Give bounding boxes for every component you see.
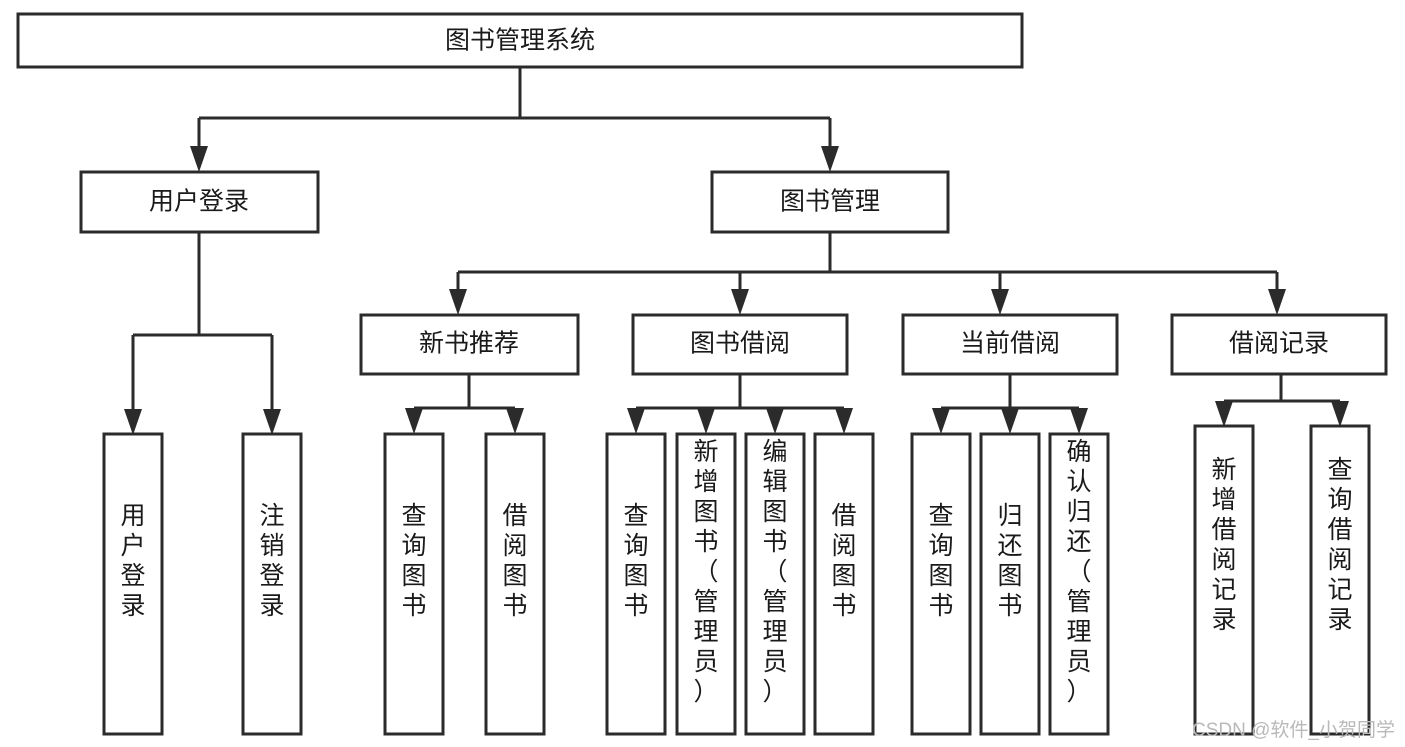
arrow-to-leaf-add-record: [1215, 401, 1233, 427]
node-user-login[interactable]: 用户登录: [79, 170, 320, 234]
node-leaf-add-book[interactable]: 新增图书（管理员）: [675, 432, 737, 736]
arrow-to-leaf-confirm-return: [1070, 408, 1088, 434]
arrow-to-book-manage: [821, 146, 839, 172]
node-leaf-logout[interactable]: 注销登录: [241, 432, 303, 736]
edge-group-userlogin-to-leaves: [124, 232, 281, 435]
node-leaf-user-login-label: 用户登录: [120, 502, 145, 620]
node-leaf-user-login[interactable]: 用户登录: [102, 432, 164, 736]
arrow-to-leaf-query-book-3: [932, 408, 950, 434]
arrow-to-leaf-logout: [263, 409, 281, 435]
node-leaf-borrow-book-1-label: 借阅图书: [502, 502, 527, 620]
node-leaf-return-book[interactable]: 归还图书: [979, 432, 1041, 736]
node-leaf-add-record[interactable]: 新增借阅记录: [1193, 424, 1255, 736]
node-leaf-edit-book[interactable]: 编辑图书（管理员）: [744, 432, 806, 736]
edge-group-bookmanage-to-level2: [449, 232, 1286, 315]
edge-group-currentborrow-to-leaves: [932, 374, 1088, 434]
node-leaf-query-record[interactable]: 查询借阅记录: [1309, 424, 1371, 736]
node-book-manage-label: 图书管理: [780, 188, 880, 216]
csdn-watermark: CSDN @软件_小贺同学: [1192, 719, 1395, 741]
node-leaf-add-book-label: 新增图书（管理员）: [693, 438, 718, 706]
arrow-to-leaf-user-login: [124, 409, 142, 435]
node-book-borrow[interactable]: 图书借阅: [631, 313, 849, 376]
node-new-book-rec[interactable]: 新书推荐: [359, 313, 580, 376]
edge-group-bookborrow-to-leaves: [627, 374, 853, 434]
node-book-borrow-label: 图书借阅: [690, 330, 790, 358]
node-new-book-rec-label: 新书推荐: [419, 330, 519, 358]
node-leaf-edit-book-label: 编辑图书（管理员）: [762, 438, 787, 706]
node-current-borrow[interactable]: 当前借阅: [901, 313, 1119, 376]
node-root[interactable]: 图书管理系统: [16, 12, 1024, 69]
arrow-to-leaf-edit-book: [766, 408, 784, 434]
edge-group-root-to-level1: [190, 67, 839, 172]
node-leaf-query-book-3-label: 查询图书: [928, 502, 953, 620]
node-leaf-query-book-3[interactable]: 查询图书: [910, 432, 972, 736]
arrow-to-leaf-add-book: [697, 408, 715, 434]
arrow-to-current-borrow: [991, 289, 1009, 315]
node-borrow-record-label: 借阅记录: [1229, 330, 1329, 358]
node-leaf-borrow-book-1[interactable]: 借阅图书: [484, 432, 546, 736]
node-leaf-confirm-return[interactable]: 确认归还（管理员）: [1048, 432, 1110, 736]
node-leaf-query-book-2-label: 查询图书: [623, 502, 648, 620]
arrow-to-user-login: [190, 146, 208, 172]
arrow-to-book-borrow: [731, 289, 749, 315]
node-leaf-query-record-label: 查询借阅记录: [1327, 456, 1352, 634]
node-borrow-record[interactable]: 借阅记录: [1170, 313, 1388, 376]
node-leaf-add-record-label: 新增借阅记录: [1211, 456, 1236, 634]
node-leaf-query-book-2[interactable]: 查询图书: [605, 432, 667, 736]
node-leaf-query-book-1[interactable]: 查询图书: [383, 432, 445, 736]
arrow-to-leaf-query-book-1: [405, 408, 423, 434]
node-current-borrow-label: 当前借阅: [960, 330, 1060, 358]
node-leaf-confirm-return-label: 确认归还（管理员）: [1066, 438, 1091, 706]
node-user-login-label: 用户登录: [149, 188, 249, 216]
node-root-label: 图书管理系统: [445, 27, 595, 55]
arrow-to-leaf-query-record: [1331, 401, 1349, 427]
edge-group-borrowrecord-to-leaves: [1215, 374, 1349, 427]
edge-group-newbookrec-to-leaves: [405, 374, 524, 434]
node-leaf-return-book-label: 归还图书: [997, 502, 1022, 620]
arrow-to-leaf-return-book: [1001, 408, 1019, 434]
node-leaf-borrow-book-2-label: 借阅图书: [831, 502, 856, 620]
node-leaf-borrow-book-2[interactable]: 借阅图书: [813, 432, 875, 736]
node-book-manage[interactable]: 图书管理: [710, 170, 950, 234]
node-leaf-logout-label: 注销登录: [259, 502, 284, 620]
arrow-to-leaf-borrow-book-2: [835, 408, 853, 434]
arrow-to-borrow-record: [1268, 289, 1286, 315]
arrow-to-leaf-query-book-2: [627, 408, 645, 434]
node-leaf-query-book-1-label: 查询图书: [401, 502, 426, 620]
arrow-to-new-book-rec: [449, 289, 467, 315]
arrow-to-leaf-borrow-book-1: [506, 408, 524, 434]
